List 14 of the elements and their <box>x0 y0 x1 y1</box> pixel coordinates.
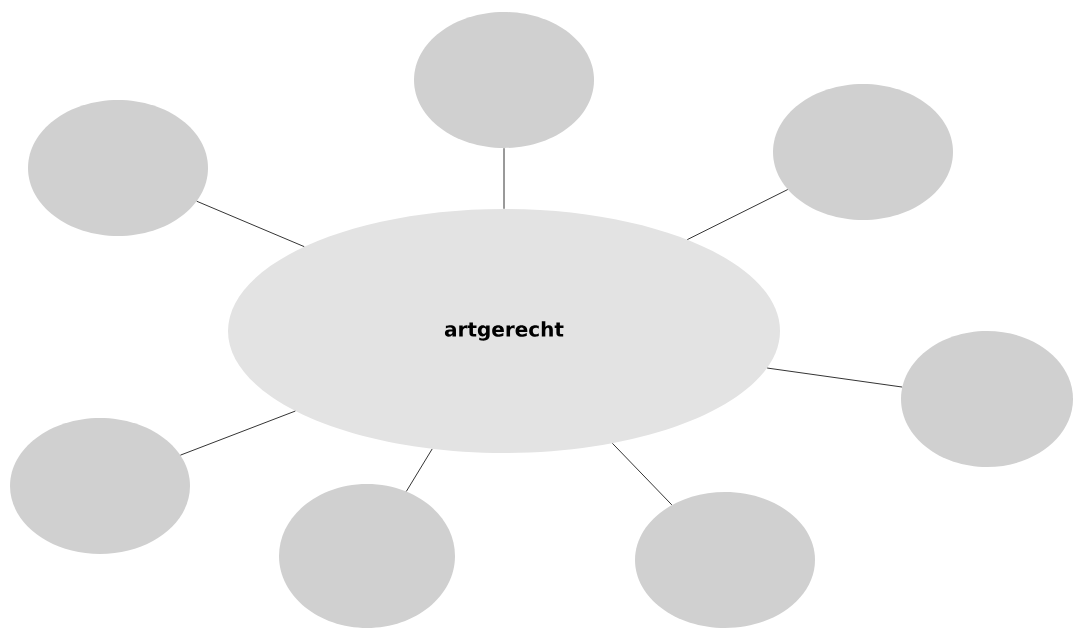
ellipse <box>635 492 815 628</box>
ellipse <box>901 331 1073 467</box>
connector-line <box>612 442 673 506</box>
ellipse <box>414 12 594 148</box>
connector-line <box>180 410 296 456</box>
connector-line <box>503 147 505 210</box>
connector-line <box>766 367 903 388</box>
ellipse <box>10 418 190 554</box>
ellipse <box>279 484 455 628</box>
ellipse <box>28 100 208 236</box>
connector-line <box>196 200 305 248</box>
connector-line <box>686 189 789 240</box>
connector-line <box>405 448 433 492</box>
ellipse <box>773 84 953 220</box>
